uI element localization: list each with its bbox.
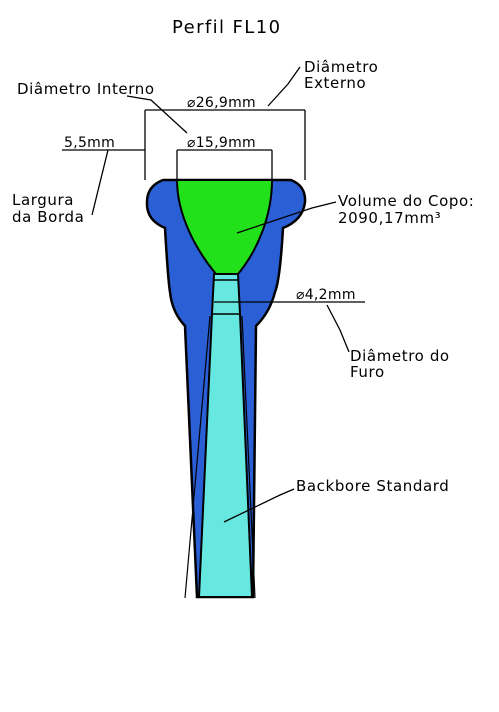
throat-diameter-label-1: Diâmetro do <box>350 347 450 365</box>
inner-diameter-label: Diâmetro Interno <box>17 80 155 98</box>
diagram-title: Perfil FL10 <box>172 17 281 38</box>
rim-width-value: 5,5mm <box>64 135 115 151</box>
outer-diameter-value: ⌀26,9mm <box>187 95 256 111</box>
rim-width-label-2: da Borda <box>12 208 84 226</box>
outer-diameter-label-1: Diâmetro <box>304 58 378 76</box>
backbore-label: Backbore Standard <box>296 477 449 495</box>
inner-diameter-value: ⌀15,9mm <box>187 135 256 151</box>
outer-diameter-label-2: Externo <box>304 74 366 92</box>
throat-diameter-value: ⌀4,2mm <box>296 287 356 303</box>
throat-diameter-label-2: Furo <box>350 363 385 381</box>
cup-volume-label-2: 2090,17mm³ <box>338 209 441 227</box>
rim-width-label-1: Largura <box>12 191 74 209</box>
cup-volume-label-1: Volume do Copo: <box>338 192 474 210</box>
